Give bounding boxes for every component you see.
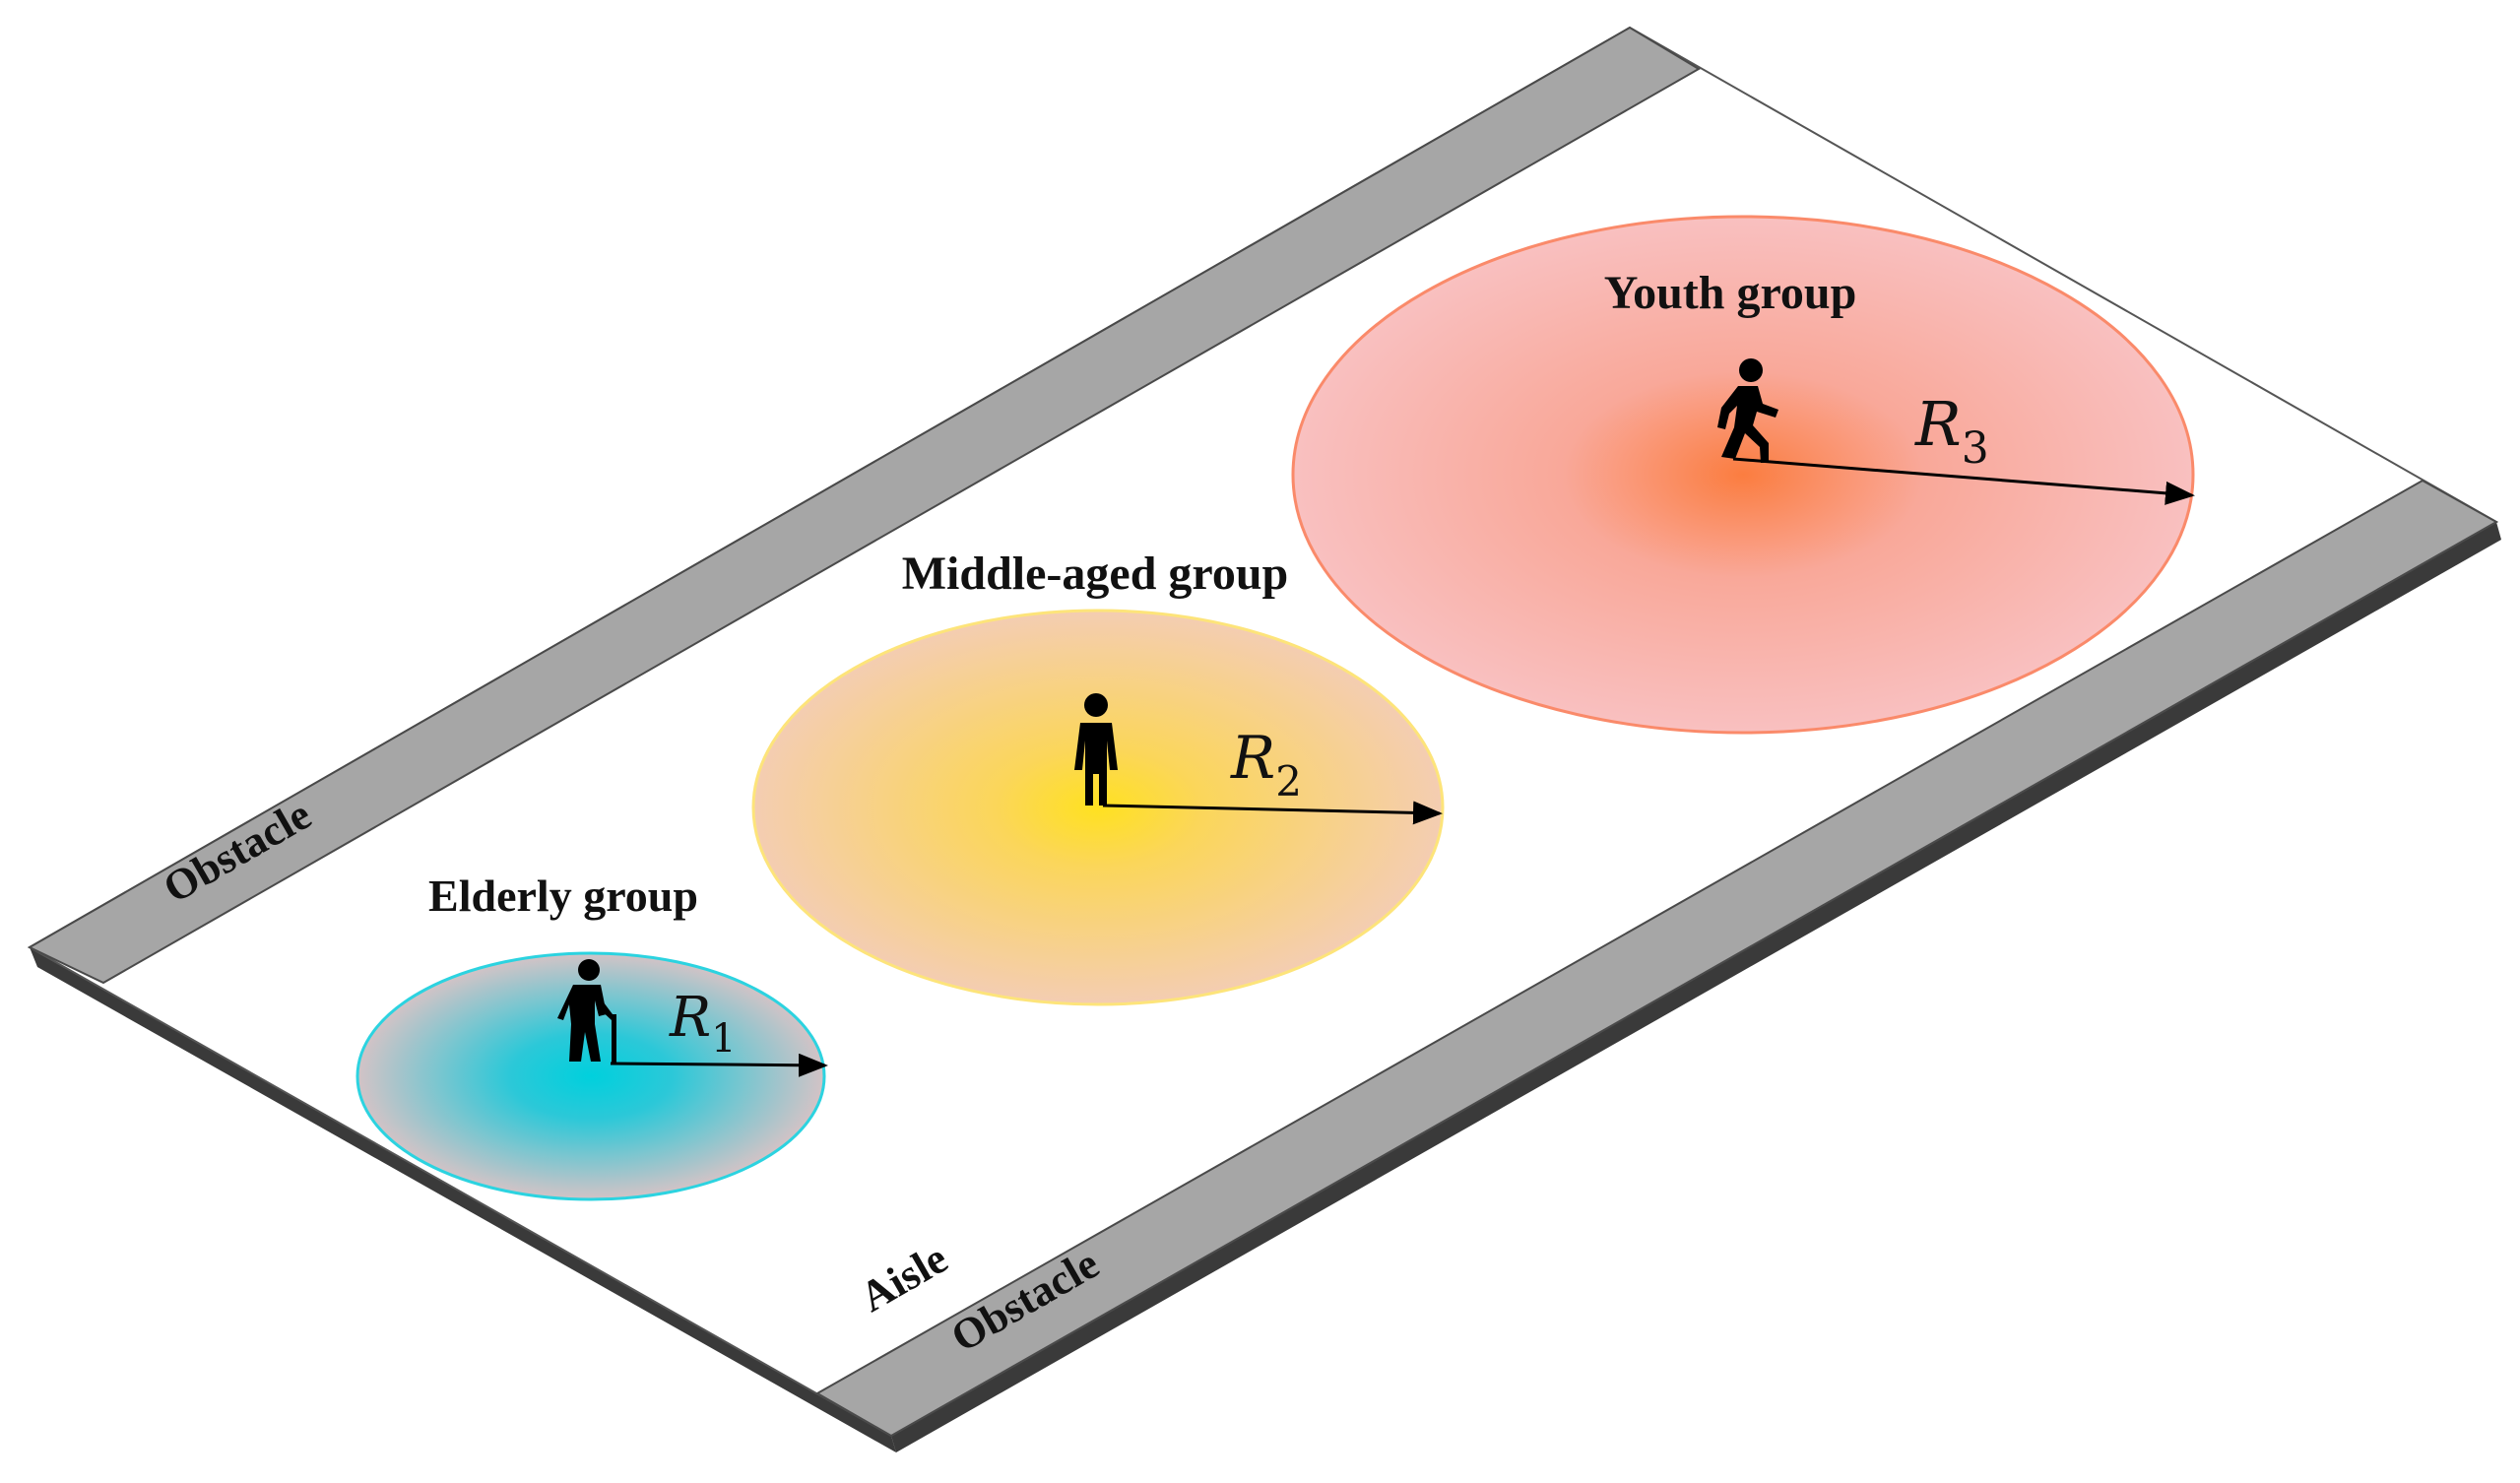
radius-arrow-r3 [1732, 457, 2195, 505]
radius-label-r1: R1 [669, 986, 737, 1062]
radius-arrow-r2 [1102, 801, 1443, 825]
youth-group-zone: R3 Youth group [1291, 215, 2195, 735]
standing-person-icon [1074, 693, 1118, 806]
youth-group-label: Youth group [1604, 267, 1857, 319]
youth-zone-ellipse [1291, 215, 2195, 735]
elderly-person-with-cane-icon [557, 959, 616, 1064]
radius-label-r3: R3 [1914, 388, 1989, 474]
elderly-group-zone: R1 Elderly group [355, 870, 828, 1201]
walking-person-icon [1717, 358, 1778, 463]
middle-aged-group-zone: R2 Middle-aged group [751, 548, 1445, 1006]
middle-aged-zone-ellipse [751, 609, 1445, 1006]
board-edge-left [30, 947, 896, 1452]
middle-aged-group-label: Middle-aged group [902, 548, 1288, 600]
elderly-group-label: Elderly group [428, 870, 698, 921]
obstacle-strip-top [27, 26, 1701, 985]
radius-label-r2: R2 [1230, 724, 1302, 806]
radius-arrow-r1 [610, 1053, 828, 1077]
board-edge-right [891, 522, 2501, 1452]
obstacle-strip-bottom [814, 479, 2499, 1438]
